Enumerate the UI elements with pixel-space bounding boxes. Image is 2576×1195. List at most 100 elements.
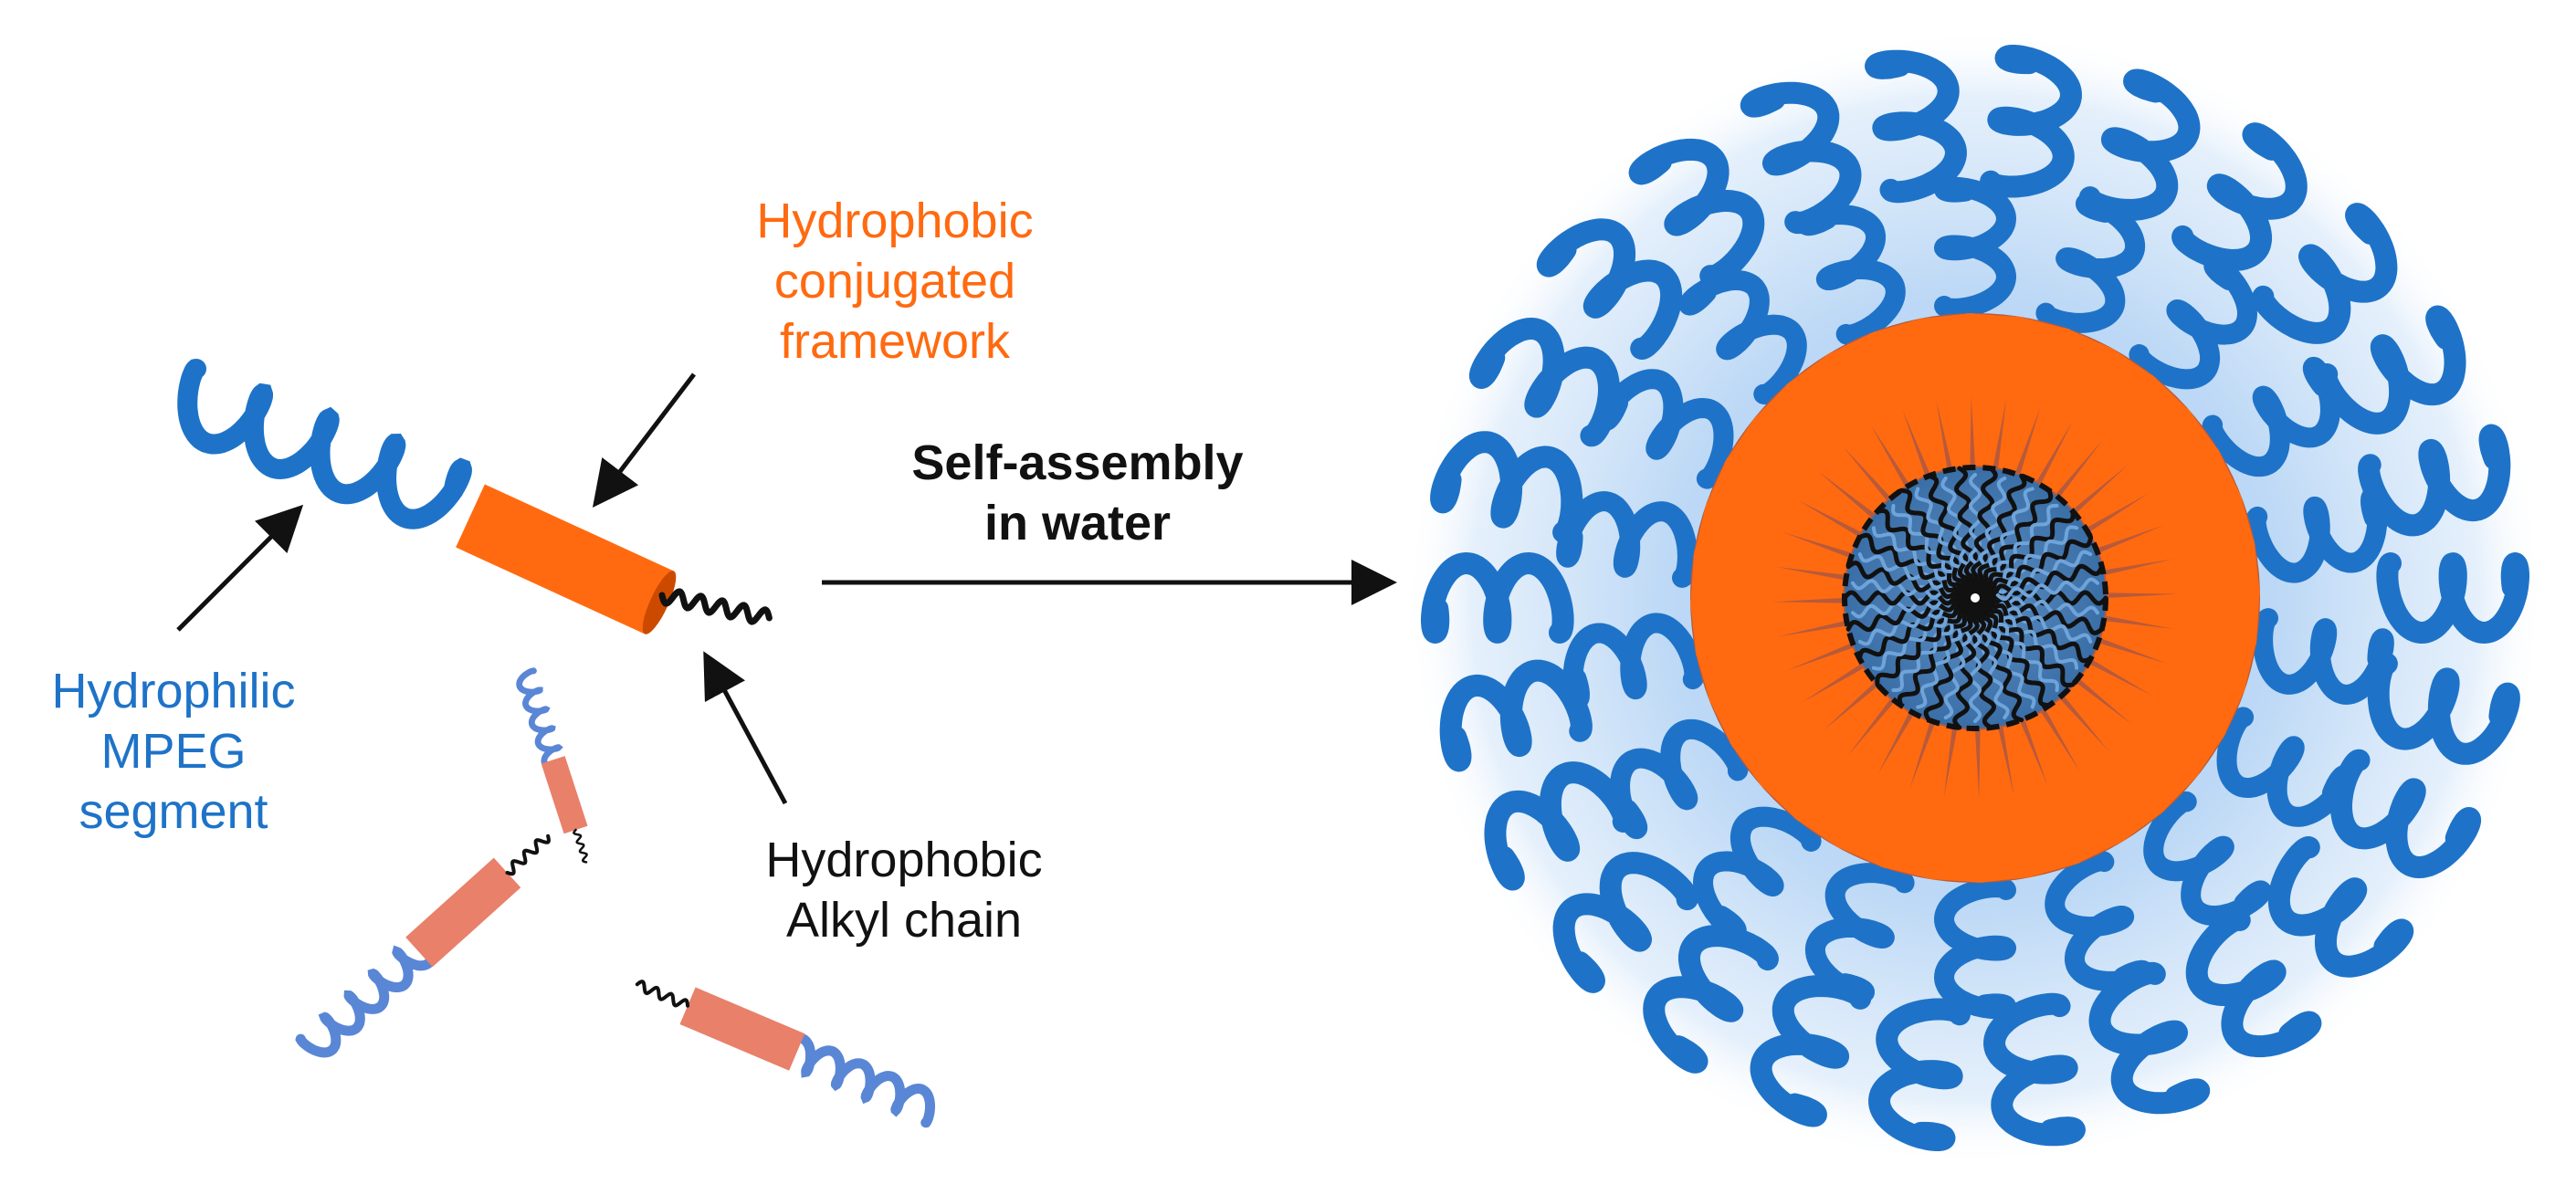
framework-segment (1785, 352, 1905, 497)
mpeg-label-line3: segment (79, 783, 268, 839)
micelle-peg-helix (2315, 305, 2466, 435)
amphiphile-small-3 (635, 980, 936, 1128)
framework-segment (1928, 729, 1984, 883)
alkyl-arrow (703, 651, 788, 805)
framework-label-line2: conjugated (773, 253, 1016, 309)
micelle-peg-helix (2202, 356, 2340, 477)
core-blue-chain (1943, 618, 1972, 720)
amphiphile-small-1 (516, 667, 588, 864)
framework-arrow (592, 372, 696, 508)
self-assembly-label: Self-assembly in water (849, 434, 1306, 554)
framework-segment (2041, 347, 2157, 494)
framework-segment (2089, 448, 2243, 549)
framework-segment (2077, 408, 2221, 528)
framework-segment (2101, 621, 2257, 694)
core-blue-chain (1988, 503, 2059, 583)
core-blue-chain (1850, 579, 1955, 600)
micelle-peg-helix (1552, 852, 1698, 993)
micelle-peg-helix (1562, 613, 1705, 710)
micelle (1404, 27, 2546, 1169)
core-blue-chain (1968, 619, 1982, 723)
mpeg-helix-small (295, 945, 435, 1058)
micelle-peg-helix (1468, 317, 1621, 447)
core-blue-chain (1940, 476, 1975, 578)
micelle-peg-helix (1430, 431, 1583, 543)
micelle-peg-helix (1934, 877, 2016, 1020)
alkyl-chain (658, 588, 773, 625)
alkyl-label-line2: Alkyl chain (785, 892, 1023, 948)
framework-segment (2020, 327, 2116, 481)
micelle-peg-helix (2088, 961, 2211, 1115)
amphiphile-molecule-main (177, 359, 773, 634)
core-blue-chain (1992, 609, 2079, 670)
alkyl-chain-small (573, 828, 588, 864)
micelle-peg-helix (2171, 122, 2308, 271)
micelle-peg-helix (2129, 255, 2257, 390)
mpeg-label-line1: Hydrophilic (51, 664, 296, 718)
micelle-peg-helix (2216, 707, 2355, 827)
core-blue-chain (1871, 608, 1959, 671)
core-blue-chain (1982, 616, 2036, 709)
core-blue-chain (1891, 503, 1962, 583)
framework-label-line1: Hydrophobic (756, 194, 1034, 248)
micelle-peg-helix (2035, 193, 2146, 333)
core-blue-chain (1992, 525, 2079, 588)
framework-label-line3: framework (779, 313, 1011, 369)
framework-cylinder-small (679, 987, 805, 1071)
micelle-peg-helix (1484, 761, 1635, 891)
micelle-peg-helix (1610, 718, 1749, 840)
framework-segment (1998, 316, 2071, 472)
framework-segment (1879, 724, 1952, 880)
core-blue-chain (1988, 613, 2059, 693)
framework-segment (1751, 381, 1887, 513)
core-blue-chain (1975, 618, 2010, 720)
micelle-peg-helix (2143, 791, 2272, 927)
self-assembly-label-line2: in water (983, 495, 1172, 550)
framework-segment (1690, 600, 1845, 656)
core-blue-chain (1871, 526, 1959, 587)
core-blue-chain (1995, 596, 2100, 617)
micelle-peg-helix (1643, 925, 1779, 1074)
alkyl-label: Hydrophobic Alkyl chain (694, 831, 1114, 951)
framework-segment (1690, 550, 1845, 607)
framework-segment (1693, 502, 1849, 575)
micelle-peg-helix (1439, 659, 1593, 772)
framework-segment (1724, 416, 1871, 532)
micelle-peg-helix (2358, 424, 2511, 537)
mpeg-arrow (176, 504, 304, 632)
framework-segment (1793, 702, 1909, 849)
micelle-peg-helix (2367, 653, 2520, 765)
framework-segment (1917, 313, 1973, 468)
micelle-peg-helix (1865, 49, 1967, 204)
core-blue-chain (1995, 577, 2100, 602)
micelle-peg-helix (2329, 749, 2482, 879)
conjugated-framework-cylinder (456, 484, 677, 634)
core-blue-chain (1857, 552, 1956, 592)
micelle-peg-helix (1693, 806, 1822, 941)
framework-segment (2064, 683, 2199, 815)
core-blue-chain (1978, 476, 2007, 578)
micelle-peg-helix (2267, 836, 2414, 978)
framework-segment (1704, 457, 1858, 553)
micelle-peg-helix (1678, 269, 1807, 405)
micelle-center-dot (1971, 593, 1980, 603)
framework-segment (1758, 687, 1890, 822)
micelle-peg-corona (1421, 44, 2529, 1152)
micelle-peg-helix (1868, 998, 1971, 1152)
amphiphile-small-2 (295, 833, 551, 1058)
framework-segment (2060, 374, 2192, 509)
framework-segment (1977, 728, 2034, 883)
core-blue-chain (1857, 602, 1956, 646)
framework-segment (2024, 712, 2125, 865)
micelle-peg-helix (1980, 44, 2082, 198)
mpeg-label-line2: MPEG (100, 723, 247, 779)
micelle-peg-helix (1750, 975, 1872, 1127)
mpeg-helix-small (797, 1033, 936, 1128)
framework-segment (1835, 715, 1930, 869)
micelle-peg-helix (1740, 81, 1862, 235)
core-blue-chain (1914, 487, 1969, 580)
micelle-peg-helix (1556, 491, 1698, 588)
framework-segment (1966, 313, 2023, 467)
